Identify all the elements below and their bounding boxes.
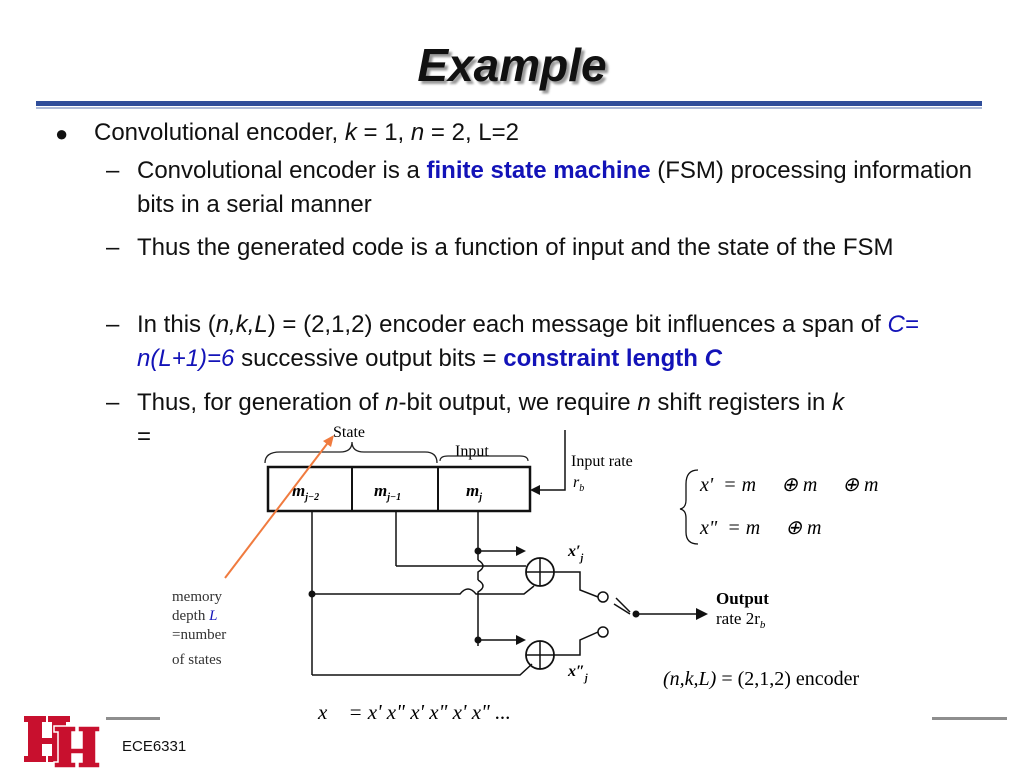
- sub-bullet-shift-registers: Thus, for generation of n-bit output, we…: [137, 386, 997, 454]
- figure-background: [170, 420, 930, 720]
- sub4-pre: Thus, for generation of: [137, 389, 386, 416]
- sub4-mid2: shift registers in: [650, 389, 833, 416]
- bullet1-mid1: = 1,: [356, 119, 411, 146]
- equation-1: x' = m ⊕ m ⊕ m: [699, 474, 879, 496]
- input-rate-label: Input rate: [571, 453, 633, 470]
- sub3-pre: In this (: [137, 311, 216, 338]
- memory-arrow: [224, 439, 331, 579]
- dash-1: –: [106, 157, 120, 184]
- memory-line-3: =number: [172, 627, 226, 643]
- sub3-nkl: n,k,L: [215, 311, 268, 338]
- adder1-to-switch: [554, 571, 599, 598]
- footer-course: ECE6331: [122, 738, 187, 755]
- bullet-dot: ●: [55, 121, 69, 146]
- footer-rule-left: [106, 717, 160, 720]
- state-label: State: [333, 424, 365, 441]
- mj2-to-adder1: [312, 585, 535, 595]
- sub1-post: (FSM) processing information bits in a s…: [137, 157, 973, 218]
- sub4-eq: =: [137, 423, 152, 450]
- sub3-formula: C= n(L+1)=6: [137, 311, 919, 372]
- memory-line-4: of states: [172, 652, 222, 668]
- mj2-to-adder2: [312, 663, 533, 676]
- title-rule: [36, 101, 982, 106]
- equation-2: x" = m ⊕ m: [699, 517, 821, 539]
- equation-brace: [679, 469, 699, 545]
- input-arrow-head: [530, 485, 540, 495]
- switch-arrow-mark: [615, 597, 631, 613]
- memory-line-1: memory: [172, 589, 222, 605]
- out2-label: x″j: [567, 663, 588, 684]
- bullet1-k: k: [344, 119, 357, 146]
- sub4-k: k: [832, 389, 845, 416]
- bullet1-n: n: [410, 119, 425, 146]
- uh-logo: [24, 716, 101, 768]
- input-brace: [439, 455, 529, 462]
- sub3-mid: ) = (2,1,2) encoder each message bit inf…: [267, 311, 888, 338]
- sub4-mid: -bit output, we require: [398, 389, 638, 416]
- bullet-convolutional-encoder: Convolutional encoder, k = 1, n = 2, L=2: [94, 119, 519, 147]
- sub-bullet-constraint-length: In this (n,k,L) = (2,1,2) encoder each m…: [137, 308, 997, 376]
- memory-line-2: depth L: [172, 608, 217, 624]
- state-brace: [264, 441, 438, 464]
- xout-equation: x = x' x" x' x" x' x" ...: [317, 700, 511, 724]
- reg-m-j-1: mj−1: [374, 481, 401, 503]
- dash-4: –: [106, 389, 120, 416]
- arrow-adder2-a: [516, 635, 526, 645]
- switch-contact-2: [597, 626, 609, 638]
- sub-bullet-generated-code: Thus the generated code is a function of…: [137, 234, 894, 261]
- junction-3: [474, 636, 482, 644]
- dash-2: –: [106, 234, 120, 261]
- reg-m-j: mj: [466, 481, 482, 503]
- encoder-params: (n,k,L) = (2,1,2) encoder: [663, 668, 860, 690]
- junction-1: [474, 547, 482, 555]
- dash-3: –: [106, 311, 120, 338]
- sub1-pre: Convolutional encoder is a: [137, 157, 427, 184]
- out1-label: x′j: [567, 543, 584, 564]
- sub-bullet-fsm: Convolutional encoder is a finite state …: [137, 154, 997, 222]
- bullet1-mid2: = 2, L=2: [424, 119, 519, 146]
- sub3-post: successive output bits =: [234, 345, 504, 372]
- sub3-highlight: constraint length: [503, 345, 705, 372]
- output-arrow-head: [696, 608, 708, 620]
- shift-register: [266, 465, 532, 513]
- switch-pivot: [632, 610, 640, 618]
- arrow-adder1-a: [516, 546, 526, 556]
- tap-hop-2: [477, 579, 484, 600]
- input-label: Input: [455, 443, 489, 460]
- junction-2: [308, 590, 316, 598]
- input-line: [536, 430, 566, 491]
- sub1-highlight: finite state machine: [426, 157, 651, 184]
- footer-rule-right: [932, 717, 1007, 720]
- bullet1-prefix: Convolutional encoder,: [94, 119, 345, 146]
- sub3-highlight-c: C: [704, 345, 722, 372]
- memory-arrow-head: [323, 435, 334, 447]
- adder2-to-switch: [554, 631, 599, 656]
- sub4-n1: n: [385, 389, 399, 416]
- sub4-n2: n: [637, 389, 651, 416]
- output-label: Output: [716, 589, 769, 608]
- switch-arm: [613, 603, 631, 615]
- title-rule-light: [36, 107, 982, 109]
- input-rate-sym: rb: [573, 474, 584, 494]
- switch-contact-1: [597, 591, 609, 603]
- output-rate: rate 2rb: [716, 609, 766, 631]
- slide-title: Example: [417, 39, 607, 91]
